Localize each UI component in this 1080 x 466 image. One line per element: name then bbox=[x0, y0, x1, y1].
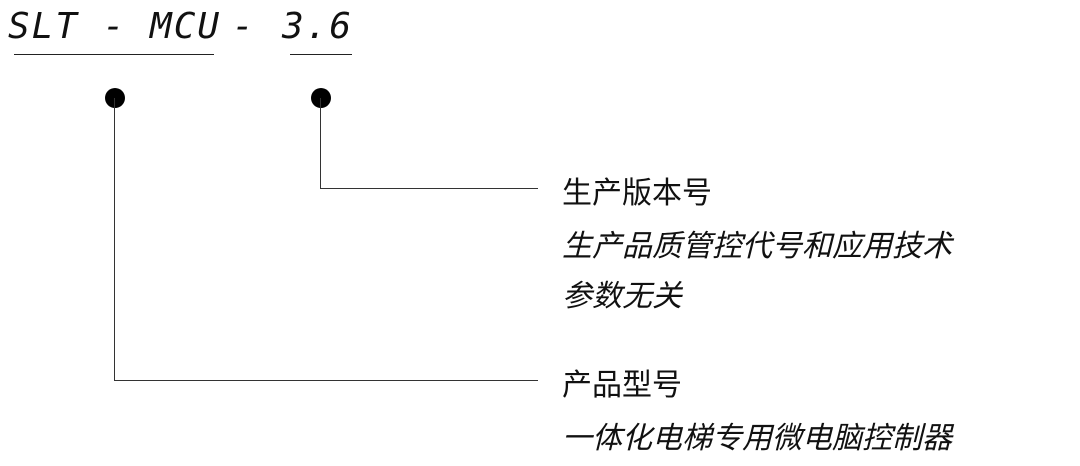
version-callout-title: 生产版本号 bbox=[562, 176, 712, 211]
version-callout-description: 生产品质管控代号和应用技术 参数无关 bbox=[562, 222, 952, 322]
version-leader-vertical bbox=[320, 98, 321, 188]
version-description-line2: 参数无关 bbox=[562, 279, 682, 314]
model-callout-title: 产品型号 bbox=[562, 368, 682, 403]
code-separator: - bbox=[232, 6, 256, 47]
model-leader-horizontal bbox=[114, 380, 538, 381]
model-pointer-dot bbox=[105, 88, 125, 108]
model-underline bbox=[14, 54, 214, 55]
version-description-line1: 生产品质管控代号和应用技术 bbox=[562, 229, 952, 264]
code-model-part: SLT - MCU bbox=[8, 6, 222, 47]
version-underline bbox=[290, 54, 352, 55]
version-leader-horizontal bbox=[320, 188, 538, 189]
model-callout-description: 一体化电梯专用微电脑控制器 bbox=[562, 421, 952, 456]
version-pointer-dot bbox=[311, 88, 331, 108]
model-leader-vertical bbox=[114, 98, 115, 380]
code-version-part: 3.6 bbox=[282, 6, 354, 47]
